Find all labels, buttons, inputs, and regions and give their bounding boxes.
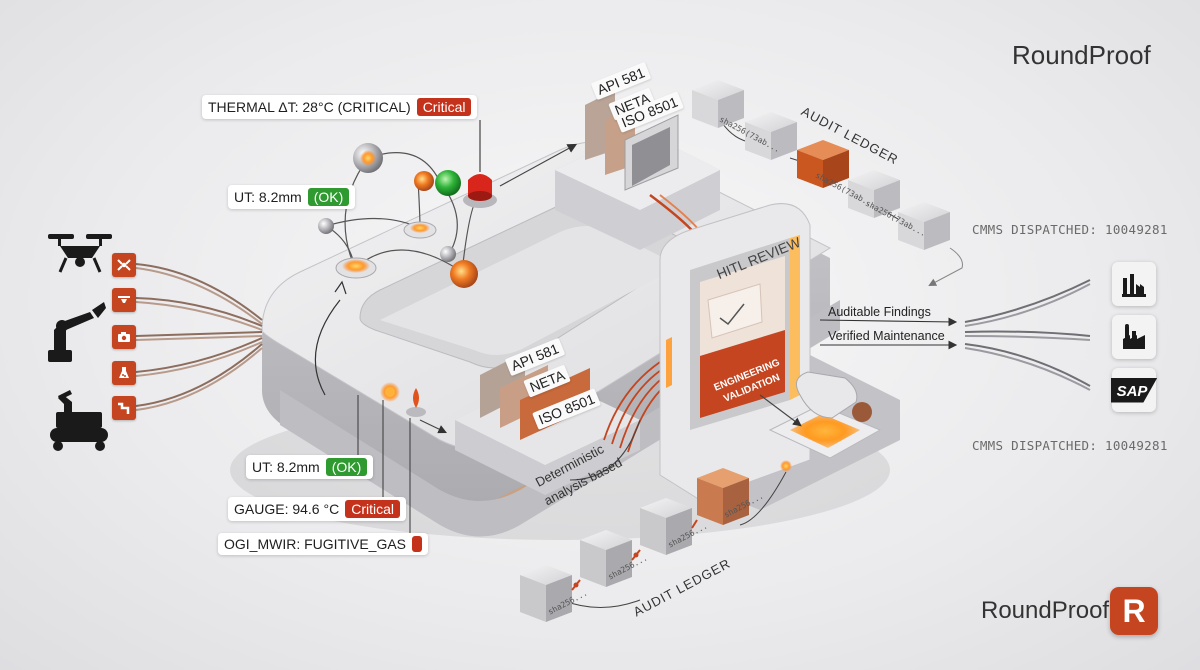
gauge-reading: GAUGE: 94.6 °C bbox=[234, 501, 340, 517]
ut-reading: UT: 8.2mm bbox=[234, 189, 302, 205]
sphere-node bbox=[318, 218, 334, 234]
hitl-review-kiosk bbox=[659, 203, 900, 510]
indicator-light bbox=[780, 460, 792, 472]
arrow-head bbox=[334, 280, 347, 295]
brand-logo: R bbox=[1110, 587, 1158, 635]
brand-logo-letter: R bbox=[1122, 592, 1146, 629]
ut-callout-bottom: UT: 8.2mm (OK) bbox=[246, 455, 374, 479]
flow-arrow bbox=[499, 143, 578, 187]
ut-callout-top: UT: 8.2mm (OK) bbox=[228, 185, 356, 209]
sphere-node bbox=[414, 171, 434, 191]
flow-arrow bbox=[819, 317, 958, 327]
glowing-node bbox=[403, 221, 437, 239]
flow-line bbox=[739, 471, 787, 526]
thermal-callout: THERMAL ΔT: 28°C (CRITICAL) Critical bbox=[202, 95, 478, 119]
robot-arm-icon bbox=[48, 302, 106, 362]
alarm-beacon-icon bbox=[463, 174, 497, 208]
cmms-dispatched-top: CMMS DISPATCHED: 10049281 bbox=[972, 222, 1168, 237]
factory-icon bbox=[1112, 315, 1156, 359]
ogi-callout: OGI_MWIR: FUGITIVE_GAS bbox=[218, 533, 429, 555]
critical-badge: Critical bbox=[345, 500, 400, 518]
refinery-icon bbox=[1112, 262, 1156, 306]
ogi-reading: OGI_MWIR: FUGITIVE_GAS bbox=[224, 536, 407, 552]
glowing-node bbox=[335, 257, 377, 279]
ok-badge: (OK) bbox=[325, 458, 368, 476]
standards-block-top bbox=[555, 90, 720, 250]
thermal-reading: THERMAL ΔT: 28°C (CRITICAL) bbox=[208, 99, 411, 115]
output-flow-lines bbox=[964, 279, 1091, 391]
critical-marker bbox=[412, 536, 423, 552]
flow-arrow bbox=[314, 299, 341, 396]
brand-name-top: RoundProof bbox=[1012, 40, 1151, 70]
drone-sensor-icon bbox=[112, 253, 136, 277]
sap-logo: SAP bbox=[1110, 368, 1158, 412]
sphere-node bbox=[440, 246, 456, 262]
audit-ledger-bottom bbox=[520, 468, 749, 622]
input-flow-lines bbox=[135, 263, 263, 411]
audit-ledger-top bbox=[692, 80, 950, 250]
cmms-dispatched-bottom: CMMS DISPATCHED: 10049281 bbox=[972, 438, 1168, 453]
tracked-robot-icon bbox=[50, 390, 108, 451]
flow-arrow bbox=[419, 419, 447, 434]
drone-icon bbox=[48, 234, 112, 273]
ok-badge: (OK) bbox=[307, 188, 350, 206]
sap-logo-text: SAP bbox=[1116, 382, 1148, 400]
sphere-glow bbox=[360, 150, 376, 166]
ut-reading: UT: 8.2mm bbox=[252, 459, 320, 475]
pipe-gauge-icon bbox=[112, 396, 136, 420]
status-green-node bbox=[435, 170, 461, 196]
brand-name-bottom: RoundProof bbox=[981, 597, 1110, 624]
gas-flask-icon bbox=[112, 361, 136, 385]
gauge-callout: GAUGE: 94.6 °C Critical bbox=[228, 497, 406, 521]
sensor-light-core bbox=[385, 387, 395, 397]
flow-arrow bbox=[759, 394, 802, 427]
flow-arrow bbox=[928, 247, 963, 286]
critical-badge: Critical bbox=[416, 98, 472, 116]
verified-maintenance-label: Verified Maintenance bbox=[828, 329, 945, 343]
drone-mini-icon bbox=[112, 288, 136, 312]
camera-icon bbox=[112, 325, 136, 349]
sphere-node bbox=[450, 260, 478, 288]
flame-icon bbox=[406, 388, 426, 417]
flow-line bbox=[569, 419, 641, 481]
auditable-findings-label: Auditable Findings bbox=[828, 305, 931, 319]
